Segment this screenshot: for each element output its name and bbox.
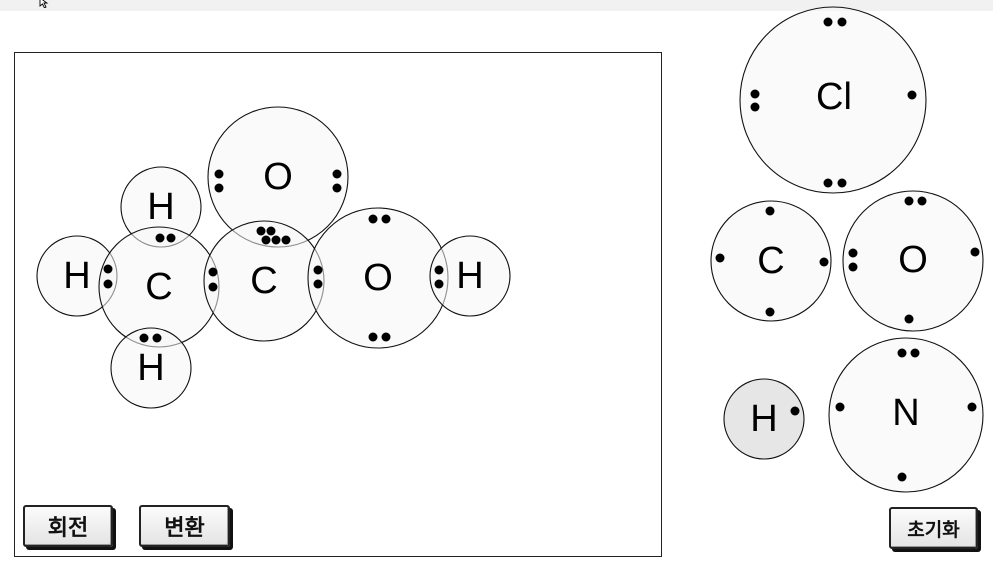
workspace-atom-h-left[interactable]: H (36, 235, 118, 317)
electron-dot (368, 332, 378, 342)
electron-dot (214, 169, 224, 179)
electron-dot (434, 279, 444, 289)
mouse-cursor-icon (39, 0, 49, 8)
electron-dot (837, 17, 847, 27)
electron-dot (790, 406, 800, 416)
atom-palette: Cl C O H (710, 6, 984, 493)
electron-dot (214, 183, 224, 193)
electron-dot (281, 235, 291, 245)
electron-dot (765, 307, 775, 317)
atom-shell (710, 200, 832, 322)
electron-dot (313, 279, 323, 289)
workspace-atom-h-right[interactable]: H (429, 235, 511, 317)
workspace-atom-h-bottom[interactable]: H (110, 327, 192, 409)
atom-symbol: H (750, 398, 777, 440)
electron-dot (848, 248, 858, 258)
atom-symbol: N (892, 392, 919, 434)
electron-dot (917, 196, 927, 206)
electron-dot (166, 233, 176, 243)
atom-shell (723, 378, 805, 460)
atom-symbol: C (757, 240, 784, 282)
electron-dot (837, 178, 847, 188)
atom-symbol: O (363, 257, 393, 299)
atom-shell (110, 327, 192, 409)
electron-dot (381, 332, 391, 342)
electron-dot (155, 233, 165, 243)
top-strip (0, 0, 993, 11)
electron-dot (750, 102, 760, 112)
workspace-molecule[interactable]: H H C H O C O (36, 106, 511, 409)
electron-dot (313, 265, 323, 275)
atom-shell (842, 190, 984, 332)
electron-dot (208, 282, 218, 292)
workspace-atom-c-center[interactable]: C (203, 220, 325, 342)
electron-dot (261, 235, 271, 245)
electron-dot (750, 89, 760, 99)
electron-dot (332, 183, 342, 193)
electron-dot (897, 472, 907, 482)
atom-symbol: O (898, 239, 928, 281)
electron-dot (967, 402, 977, 412)
electron-dot (139, 333, 149, 343)
palette-atom-cl[interactable]: Cl (739, 6, 927, 194)
electron-dot (266, 226, 276, 236)
electron-dot (368, 214, 378, 224)
electron-dot (332, 169, 342, 179)
atom-shell (429, 235, 511, 317)
workspace-electrons (103, 169, 444, 343)
electron-dot (910, 348, 920, 358)
convert-button[interactable]: 변환 (139, 505, 230, 547)
electron-dot (835, 402, 845, 412)
atom-symbol: H (147, 186, 174, 228)
atom-shell (739, 6, 927, 194)
palette-atom-h[interactable]: H (723, 378, 805, 460)
electron-dot (848, 262, 858, 272)
workspace-atom-h-top[interactable]: H (120, 166, 202, 248)
electron-dot (970, 247, 980, 257)
workspace-atom-o-top[interactable]: O (207, 106, 349, 248)
electron-dot (715, 253, 725, 263)
atom-symbol: H (137, 347, 164, 389)
electron-dot (907, 90, 917, 100)
palette-atom-o[interactable]: O (842, 190, 984, 332)
atom-symbol: O (263, 156, 293, 198)
reset-button[interactable]: 초기화 (889, 507, 978, 549)
electron-dot (897, 348, 907, 358)
electron-dot (256, 226, 266, 236)
electron-dot (904, 314, 914, 324)
palette-atom-n[interactable]: N (828, 337, 984, 493)
rotate-button[interactable]: 회전 (23, 505, 113, 547)
electron-dot (381, 214, 391, 224)
workspace-atom-o-right[interactable]: O (307, 207, 449, 349)
atom-symbol: C (145, 266, 172, 308)
atom-symbol: C (250, 260, 277, 302)
electron-dot (434, 265, 444, 275)
atom-symbol: H (63, 255, 90, 297)
atom-symbol: Cl (816, 76, 852, 118)
electron-dot (103, 264, 113, 274)
electron-dot (823, 17, 833, 27)
electron-dot (152, 333, 162, 343)
electron-dot (208, 267, 218, 277)
electron-dot (271, 235, 281, 245)
electron-dot (904, 196, 914, 206)
electron-dot (103, 279, 113, 289)
palette-atom-c[interactable]: C (710, 200, 832, 322)
electron-dot (823, 178, 833, 188)
atom-shell (828, 337, 984, 493)
electron-dot (819, 257, 829, 267)
electron-dot (765, 206, 775, 216)
atom-symbol: H (456, 255, 483, 297)
